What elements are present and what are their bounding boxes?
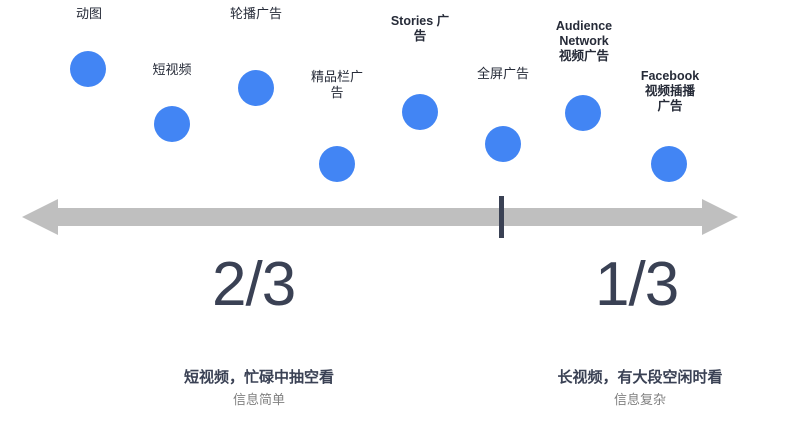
bubble-audience-network[interactable] bbox=[565, 95, 601, 131]
bubble-label-facebook-instream: Facebook 视频插播 广告 bbox=[640, 69, 700, 113]
bubble-label-lunbo: 轮播广告 bbox=[229, 6, 282, 21]
caption-left: 短视频，忙碌中抽空看 信息简单 bbox=[119, 368, 399, 409]
bubble-dongtu[interactable] bbox=[70, 51, 106, 87]
fraction-left: 2/3 bbox=[212, 250, 296, 319]
bubble-label-audience-network: Audience Network 视频广告 bbox=[555, 19, 613, 63]
bubble-label-duanshipin: 短视频 bbox=[152, 62, 192, 77]
axis-divider-tick bbox=[499, 196, 504, 238]
bubble-facebook-instream[interactable] bbox=[651, 146, 687, 182]
bubble-label-dongtu: 动图 bbox=[75, 6, 102, 21]
fraction-right: 1/3 bbox=[595, 250, 679, 319]
bubble-jingpinlan[interactable] bbox=[319, 146, 355, 182]
caption-right: 长视频，有大段空闲时看 信息复杂 bbox=[500, 368, 780, 409]
bubble-label-quanping: 全屏广告 bbox=[476, 66, 529, 81]
bubble-label-jingpinlan: 精品栏广 告 bbox=[310, 69, 363, 100]
caption-right-main: 长视频，有大段空闲时看 bbox=[557, 370, 723, 386]
bubble-quanping[interactable] bbox=[485, 126, 521, 162]
bubble-stories[interactable] bbox=[402, 94, 438, 130]
bubble-duanshipin[interactable] bbox=[154, 106, 190, 142]
bubble-label-stories: Stories 广 告 bbox=[390, 14, 450, 43]
bubble-lunbo[interactable] bbox=[238, 70, 274, 106]
caption-left-main: 短视频，忙碌中抽空看 bbox=[183, 370, 334, 386]
caption-right-sub: 信息复杂 bbox=[613, 392, 666, 407]
timeline-axis-arrow bbox=[22, 196, 738, 238]
caption-left-sub: 信息简单 bbox=[232, 392, 285, 407]
